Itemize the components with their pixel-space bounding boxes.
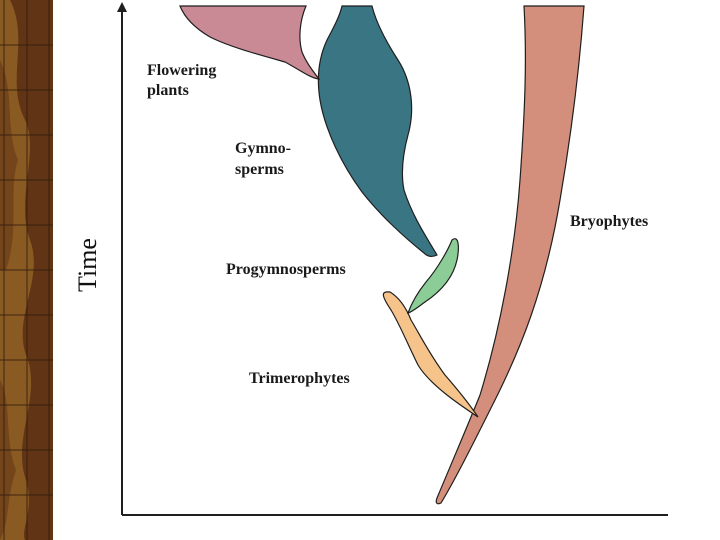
gymnosperms-shape (317, 5, 438, 258)
label-bryophytes: Bryophytes (570, 213, 648, 230)
progymnosperms-shape (407, 238, 459, 314)
time-axis-label: Time (73, 238, 102, 292)
label-flowering-plants-line1: Flowering (147, 62, 216, 79)
trimerophytes-shape (382, 291, 479, 418)
label-flowering-plants-line2: plants (147, 82, 189, 99)
label-trimerophytes: Trimerophytes (249, 370, 350, 387)
label-progymnosperms: Progymnosperms (226, 261, 346, 278)
flowering-plants-shape (179, 5, 321, 80)
time-axis-arrowhead (117, 2, 127, 12)
plant-evolution-diagram: Time Flowering plants Gymno- sperms Prog… (73, 2, 668, 516)
label-gymnosperms-line1: Gymno- (235, 140, 291, 157)
label-gymnosperms-line2: sperms (235, 161, 284, 178)
bryophytes-shape (435, 5, 585, 505)
decorative-strip (0, 0, 53, 540)
